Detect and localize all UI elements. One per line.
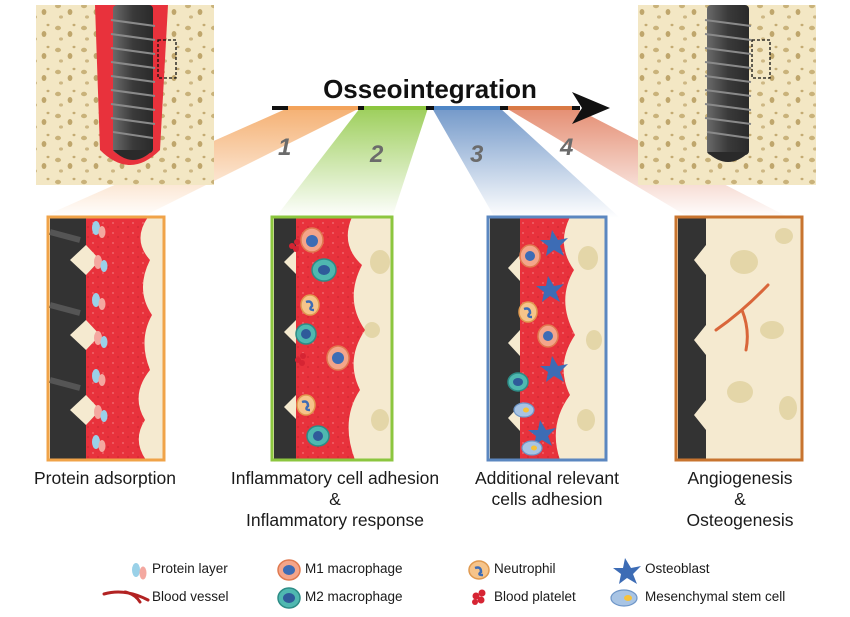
osteoblast-cell [536,276,564,302]
protein-layer-markers [92,221,108,452]
legend-label-m2-macrophage: M2 macrophage [305,589,403,604]
protein-layer-icon [132,563,147,580]
inflammatory-cells [289,227,350,447]
timeline-arrowhead [572,92,610,124]
mesenchymal-stem-cell [513,402,535,418]
fan-step-2 [275,108,428,218]
step-number-2: 2 [369,141,384,168]
legend-label-neutrophil: Neutrophil [494,561,556,576]
caption-additional-cells: Additional relevant cells adhesion [452,468,642,510]
step-number-4: 4 [559,134,573,161]
legend-label-m1-macrophage: M1 macrophage [305,561,403,576]
implant-screw-right [704,5,752,162]
blood-platelet-cell [289,239,300,252]
mesenchymal-stem-cell-icon [610,589,638,607]
caption-inflammatory: Inflammatory cell adhesion & Inflammator… [200,468,470,531]
caption-line: Additional relevant [475,468,619,488]
caption-line: cells adhesion [491,489,603,509]
blood-platelet-cell [295,353,306,366]
neutrophil-cell [296,394,316,416]
m2-macrophage-icon [277,587,301,609]
neutrophil-cell [300,294,320,316]
neutrophil-icon [468,560,490,580]
m1-macrophage-cell [519,244,541,268]
caption-line: Inflammatory response [246,510,424,530]
zoom-box-left [157,39,177,79]
legend-label-osteoblast: Osteoblast [645,561,710,576]
blood-platelet-icon [472,589,486,605]
m1-macrophage-icon [277,559,301,581]
blood-vessel [714,283,770,352]
osteoblast-cell [528,420,556,446]
panel-angiogenesis-osteogenesis [674,215,804,462]
step-number-1: 1 [278,134,291,161]
blood-vessel-icon [102,590,150,604]
m2-macrophage-cell [306,425,330,447]
panel-additional-cells [486,215,608,462]
caption-line: & [329,489,341,509]
legend-label-protein-layer: Protein layer [152,561,228,576]
step-number-3: 3 [470,141,484,168]
legend-label-blood-vessel: Blood vessel [152,589,229,604]
caption-line: & [734,489,746,509]
implant-screw-left [110,5,156,160]
timeline: Osseointegration [272,74,610,124]
panel-inflammatory [270,215,394,462]
fan-step-3 [432,108,620,218]
osteoblast-icon [613,558,641,584]
osteoblast-cell [540,230,568,256]
neutrophil-cell [518,301,538,323]
legend-icons [102,558,641,609]
legend-label-blood-platelet: Blood platelet [494,589,576,604]
m2-macrophage-cell [295,323,317,345]
implant-after [638,5,816,185]
m1-macrophage-cell [326,345,350,371]
m1-macrophage-cell [300,227,324,253]
implant-before [36,5,214,185]
caption-line: Osteogenesis [686,510,794,530]
m1-macrophage-cell [537,324,559,348]
m2-macrophage-cell [311,258,337,282]
osteoblast-cell [540,356,568,382]
panel-protein-adsorption [46,215,166,462]
caption-angiogenesis-osteogenesis: Angiogenesis & Osteogenesis [660,468,820,531]
m2-macrophage-cell [507,372,529,392]
diagram-title: Osseointegration [323,74,537,104]
caption-line: Protein adsorption [33,468,177,488]
zoom-box-right [751,39,771,79]
legend-label-mesenchymal-stem-cell: Mesenchymal stem cell [645,589,786,604]
caption-protein-adsorption: Protein adsorption [20,468,190,489]
mesenchymal-stem-cell [521,440,543,456]
caption-line: Angiogenesis [687,468,793,488]
relevant-cells [507,230,568,456]
caption-line: Inflammatory cell adhesion [230,468,440,488]
